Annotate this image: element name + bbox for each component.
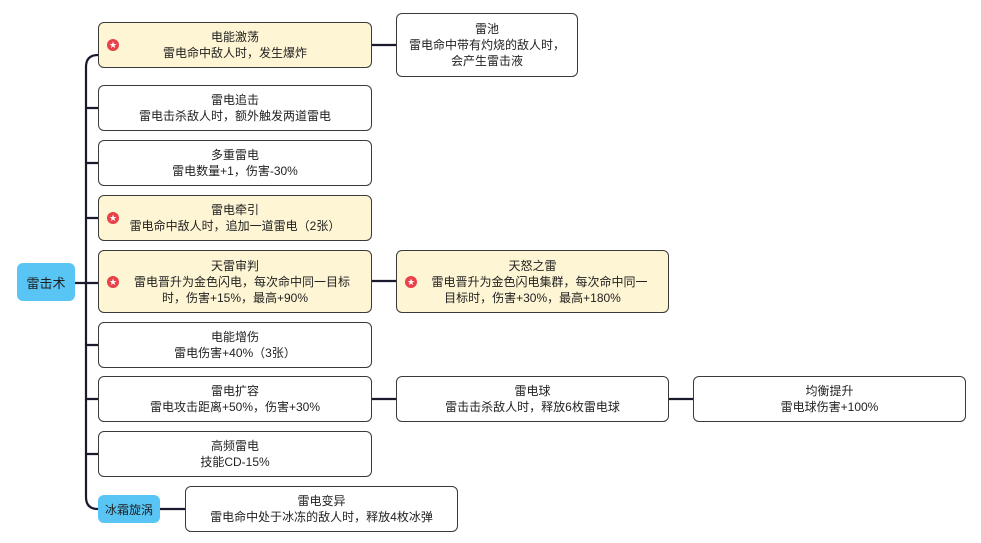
node-lei-dian-qiu[interactable]: 雷电球 雷击击杀敌人时，释放6枚雷电球 <box>396 376 669 422</box>
star-icon: ★ <box>405 275 417 288</box>
node-title: 电能增伤 <box>210 330 259 344</box>
node-tian-lei-shen-pan[interactable]: ★ 天雷审判 雷电晋升为金色闪电，每次命中同一目标 时，伤害+15%，最高+90… <box>98 250 372 313</box>
node-desc-line2: 时，伤害+15%，最高+90% <box>161 290 309 305</box>
node-lei-chi[interactable]: 雷池 雷电命中带有灼烧的敌人时， 会产生雷击液 <box>396 13 578 77</box>
node-lei-dian-kuo-rong[interactable]: 雷电扩容 雷电攻击距离+50%，伤害+30% <box>98 376 372 422</box>
node-desc-line2: 目标时，伤害+30%，最高+180% <box>444 290 621 305</box>
node-title: 雷电扩容 <box>210 384 259 398</box>
node-gao-pin-lei-dian[interactable]: 高频雷电 技能CD-15% <box>98 431 372 477</box>
node-desc: 雷电攻击距离+50%，伤害+30% <box>149 400 321 414</box>
node-desc-line2: 会产生雷击液 <box>450 54 523 68</box>
node-desc: 雷电数量+1，伤害-30% <box>172 164 298 178</box>
node-desc-line1: 雷电晋升为金色闪电集群，每次命中同一 <box>431 274 648 289</box>
node-title: 雷电变异 <box>297 494 346 508</box>
node-dian-neng-zeng-shang[interactable]: 电能增伤 雷电伤害+40%（3张） <box>98 322 372 368</box>
star-icon: ★ <box>107 212 119 224</box>
node-title: 电能激荡 <box>210 30 259 44</box>
node-jun-heng-ti-sheng[interactable]: 均衡提升 雷电球伤害+100% <box>693 376 966 422</box>
node-title: 雷电追击 <box>210 93 259 107</box>
node-desc: 雷电击杀敌人时，额外触发两道雷电 <box>138 109 331 123</box>
secondary-root-label: 冰霜旋涡 <box>104 502 153 517</box>
root-node[interactable]: 雷击术 <box>17 263 75 301</box>
node-desc: 雷击击杀敌人时，释放6枚雷电球 <box>445 400 620 414</box>
node-title: 天雷审判 <box>210 258 259 273</box>
node-desc-line1: 雷电命中带有灼烧的敌人时， <box>408 38 565 52</box>
star-icon: ★ <box>107 275 119 288</box>
node-duo-zhong-lei-dian[interactable]: 多重雷电 雷电数量+1，伤害-30% <box>98 140 372 186</box>
star-icon: ★ <box>107 39 119 51</box>
node-title: 雷电球 <box>514 384 551 398</box>
root-label: 雷击术 <box>26 275 66 291</box>
node-desc: 雷电球伤害+100% <box>780 400 879 414</box>
node-lei-dian-bian-yi[interactable]: 雷电变异 雷电命中处于冰冻的敌人时，释放4枚冰弹 <box>185 486 458 532</box>
node-title: 均衡提升 <box>805 384 854 398</box>
node-desc: 雷电命中敌人时，追加一道雷电（2张） <box>129 219 341 233</box>
node-title: 天怒之雷 <box>508 258 557 273</box>
node-title: 多重雷电 <box>210 148 259 162</box>
node-desc-line1: 雷电晋升为金色闪电，每次命中同一目标 <box>133 274 350 289</box>
node-title: 雷电牵引 <box>210 203 259 217</box>
node-title: 雷池 <box>474 22 499 36</box>
secondary-root-node[interactable]: 冰霜旋涡 <box>98 495 160 523</box>
node-lei-dian-zhui-ji[interactable]: 雷电追击 雷电击杀敌人时，额外触发两道雷电 <box>98 85 372 131</box>
node-desc: 技能CD-15% <box>200 455 270 469</box>
node-desc: 雷电命中处于冰冻的敌人时，释放4枚冰弹 <box>210 510 433 524</box>
node-desc: 雷电命中敌人时，发生爆炸 <box>162 46 307 60</box>
node-dian-neng-ji-dang[interactable]: ★ 电能激荡 雷电命中敌人时，发生爆炸 <box>98 22 372 68</box>
node-tian-nu-zhi-lei[interactable]: ★ 天怒之雷 雷电晋升为金色闪电集群，每次命中同一 目标时，伤害+30%，最高+… <box>396 250 669 313</box>
node-desc: 雷电伤害+40%（3张） <box>174 346 296 360</box>
node-lei-dian-qian-yin[interactable]: ★ 雷电牵引 雷电命中敌人时，追加一道雷电（2张） <box>98 195 372 241</box>
node-title: 高频雷电 <box>210 439 259 453</box>
